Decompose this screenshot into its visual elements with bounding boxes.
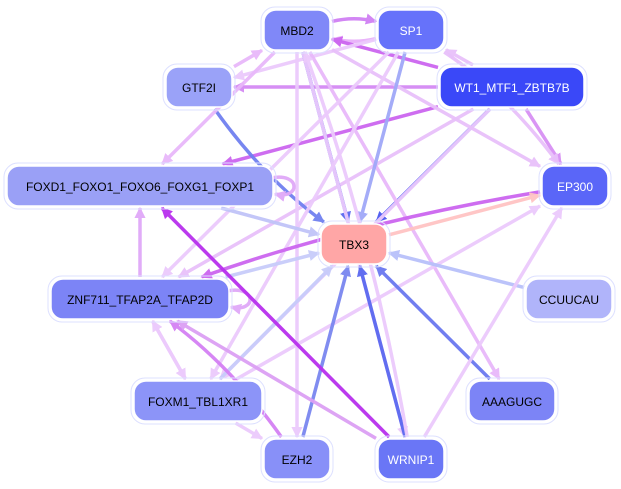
node-gtf2i[interactable]: GTF2I (162, 63, 236, 111)
node-label: CCUUCAU (539, 293, 599, 307)
edge-foxd1-to-tbx3 (220, 206, 321, 238)
node-halo (374, 6, 448, 54)
node-halo (317, 220, 391, 268)
edge-sp1-to-foxm1 (209, 51, 400, 380)
node-box (6, 165, 274, 207)
edge-foxd1-to-foxd1 (270, 175, 296, 202)
edge-mbd2-to-aaagugc (308, 51, 501, 380)
node-box (439, 66, 585, 108)
edge-sp1-to-znf711 (160, 50, 391, 279)
node-box (50, 278, 230, 320)
node-halo (522, 275, 616, 323)
node-halo (465, 377, 559, 425)
node-halo (162, 63, 236, 111)
edge-foxm1-to-ep300 (235, 204, 541, 381)
node-label: ZNF711_TFAP2A_TFAP2D (67, 293, 213, 307)
node-label: MBD2 (280, 24, 314, 38)
node-halo (260, 435, 334, 483)
node-box (377, 9, 445, 51)
edge-wt1-to-foxd1 (221, 105, 439, 167)
node-halo (130, 377, 266, 425)
edge-gtf2i-to-mbd2 (233, 48, 263, 69)
edge-mbd2-to-foxd1 (160, 50, 277, 166)
edge-wt1-to-znf711 (177, 107, 475, 279)
node-box (263, 9, 331, 51)
node-foxm1[interactable]: FOXM1_TBL1XR1 (130, 377, 266, 425)
edge-sp1-to-tbx3 (357, 51, 407, 224)
node-mbd2[interactable]: MBD2 (260, 6, 334, 54)
node-ep300[interactable]: EP300 (538, 162, 612, 210)
node-box (468, 380, 556, 422)
edge-wrnip1-to-ep300 (422, 207, 564, 438)
node-tbx3[interactable]: TBX3 (317, 220, 391, 268)
edge-ccuucau-to-tbx3 (387, 250, 525, 290)
node-label: EP300 (557, 180, 593, 194)
node-box (377, 438, 445, 480)
node-halo (538, 162, 612, 210)
edge-wt1-to-ep300 (524, 108, 563, 165)
edge-foxm1-to-ezh2 (234, 421, 263, 441)
edge-znf711-to-tbx3 (225, 250, 321, 279)
edge-tbx3-to-ep300 (388, 192, 542, 237)
edge-wt1-to-sp1 (445, 48, 474, 67)
node-label: FOXD1_FOXO1_FOXO6_FOXG1_FOXP1 (26, 180, 254, 194)
node-label: TBX3 (339, 238, 369, 252)
node-box (525, 278, 613, 320)
node-wrnip1[interactable]: WRNIP1 (374, 435, 448, 483)
edge-wrnip1-to-tbx3 (357, 264, 407, 438)
node-halo (47, 275, 233, 323)
edge-wrnip1-to-znf711 (176, 319, 377, 440)
node-box (320, 223, 388, 265)
node-label: WT1_MTF1_ZBTB7B (454, 81, 569, 95)
node-halo (374, 435, 448, 483)
node-sp1[interactable]: SP1 (374, 6, 448, 54)
node-box (133, 380, 263, 422)
node-halo (3, 162, 277, 210)
node-ccuucau[interactable]: CCUUCAU (522, 275, 616, 323)
node-label: GTF2I (182, 81, 216, 95)
edge-mbd2-to-ep300 (331, 48, 541, 168)
node-label: WRNIP1 (388, 453, 435, 467)
node-box (541, 165, 609, 207)
node-box (165, 66, 233, 108)
node-box (263, 438, 331, 480)
edge-wt1-to-mbd2 (330, 36, 439, 70)
node-wt1[interactable]: WT1_MTF1_ZBTB7B (436, 63, 588, 111)
edge-ezh2-to-znf711 (168, 319, 283, 439)
node-znf711[interactable]: ZNF711_TFAP2A_TFAP2D (47, 275, 233, 323)
edge-mbd2-to-sp1 (331, 13, 378, 25)
node-halo (260, 6, 334, 54)
edge-foxm1-to-znf711 (150, 320, 188, 380)
edge-ezh2-to-tbx3 (301, 264, 351, 438)
node-label: FOXM1_TBL1XR1 (148, 395, 248, 409)
edge-wrnip1-to-foxd1 (160, 206, 391, 439)
node-foxd1[interactable]: FOXD1_FOXO1_FOXO6_FOXG1_FOXP1 (3, 162, 277, 210)
node-aaagugc[interactable]: AAAGUGC (465, 377, 559, 425)
node-halo (436, 63, 588, 111)
node-label: SP1 (400, 24, 423, 38)
node-label: EZH2 (282, 453, 313, 467)
node-label: AAAGUGC (482, 395, 542, 409)
node-ezh2[interactable]: EZH2 (260, 435, 334, 483)
